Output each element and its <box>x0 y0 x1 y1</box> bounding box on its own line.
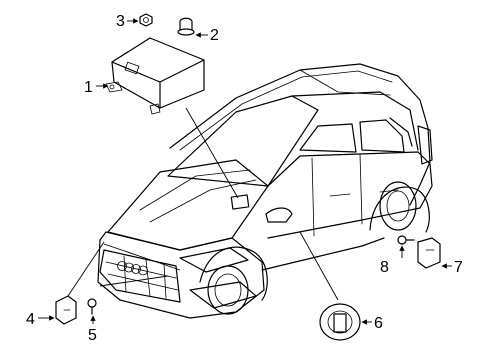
vehicle-illustration <box>97 63 433 319</box>
front-sensor-part <box>55 295 77 325</box>
svg-text:1: 1 <box>84 79 93 96</box>
side-sensor-screw-part <box>397 235 415 245</box>
svg-text:7: 7 <box>454 259 463 276</box>
side-sensor-part <box>417 237 441 269</box>
leader-lines <box>67 107 339 301</box>
svg-text:5: 5 <box>88 327 97 344</box>
callout-1: 1 <box>84 79 109 96</box>
svg-text:3: 3 <box>116 13 125 30</box>
control-module-part <box>105 37 205 115</box>
svg-text:2: 2 <box>210 27 219 44</box>
nut-part <box>139 13 153 27</box>
sensor-screw-part <box>87 298 97 315</box>
callout-7: 7 <box>441 259 463 276</box>
callout-8: 8 <box>380 245 405 276</box>
callout-2: 2 <box>195 27 219 44</box>
bolt-part <box>177 17 195 36</box>
callout-3: 3 <box>116 13 139 30</box>
svg-text:8: 8 <box>380 259 389 276</box>
callout-6: 6 <box>361 315 383 332</box>
clock-spring-part <box>319 303 361 341</box>
audi-rings-icon <box>117 261 148 276</box>
callout-4: 4 <box>26 311 55 328</box>
svg-text:6: 6 <box>374 315 383 332</box>
svg-text:4: 4 <box>26 311 35 328</box>
callout-5: 5 <box>88 315 97 344</box>
